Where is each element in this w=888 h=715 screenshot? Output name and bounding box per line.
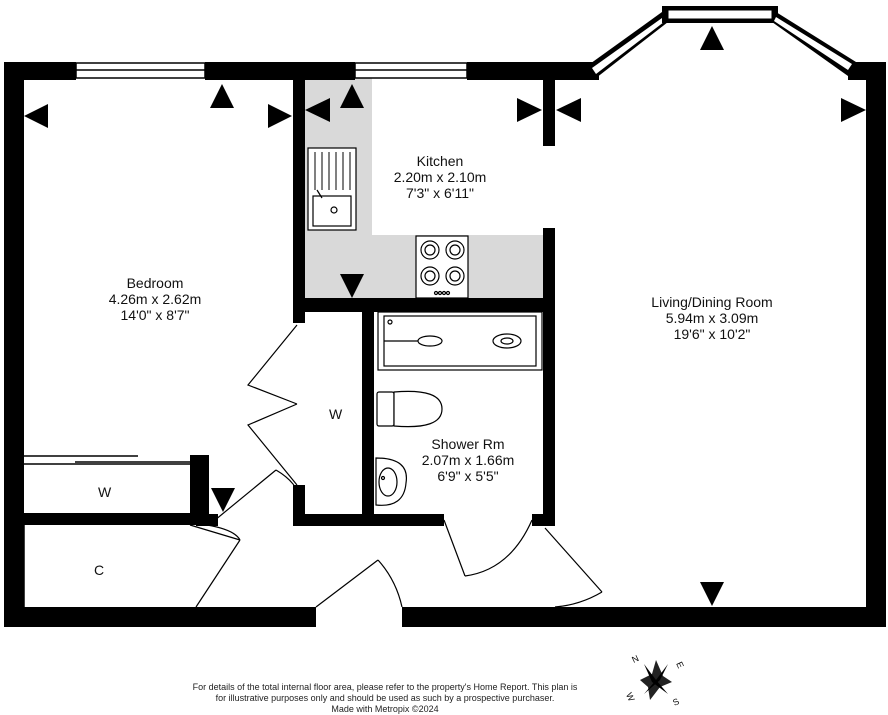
plan-disclaimer: For details of the total internal floor … [180,682,590,715]
bedroom-imperial: 14'0" x 8'7" [120,307,190,323]
kitchen-sink [307,147,357,231]
shower-label: Shower Rm 2.07m x 1.66m 6'9" x 5'5" [398,436,538,484]
shower-tray [377,311,543,371]
direction-arrows [24,26,866,606]
living-label: Living/Dining Room 5.94m x 3.09m 19'6" x… [612,294,812,342]
kitchen-metric: 2.20m x 2.10m [393,169,487,185]
bay-window [587,6,856,78]
disclaimer-line-3: Made with Metropix ©2024 [331,704,439,714]
kitchen-name: Kitchen [416,153,464,169]
kitchen-floor [305,78,543,300]
compass-rose [631,656,681,706]
living-name: Living/Dining Room [651,294,773,310]
hob [415,235,469,299]
shower-name: Shower Rm [431,436,505,452]
basin [375,457,408,506]
bedroom-name: Bedroom [126,275,184,291]
disclaimer-line-1: For details of the total internal floor … [192,682,578,692]
living-metric: 5.94m x 3.09m [665,310,759,326]
hall-wardrobe-label: W [329,406,343,422]
shower-metric: 2.07m x 1.66m [421,452,515,468]
shower-imperial: 6'9" x 5'5" [437,468,499,484]
thin-lines [23,455,190,607]
living-imperial: 19'6" x 10'2" [673,326,751,342]
cupboard-label: C [94,562,105,578]
walls [4,62,886,627]
disclaimer-line-2: for illustrative purposes only and shoul… [215,693,555,703]
bedroom-wardrobe-label: W [98,484,112,500]
windows [75,62,468,79]
toilet [376,390,443,428]
kitchen-imperial: 7'3" x 6'11" [406,185,474,201]
bedroom-metric: 4.26m x 2.62m [108,291,202,307]
kitchen-label: Kitchen 2.20m x 2.10m 7'3" x 6'11" [362,153,518,201]
bedroom-label: Bedroom 4.26m x 2.62m 14'0" x 8'7" [70,275,240,323]
doors [177,324,603,608]
